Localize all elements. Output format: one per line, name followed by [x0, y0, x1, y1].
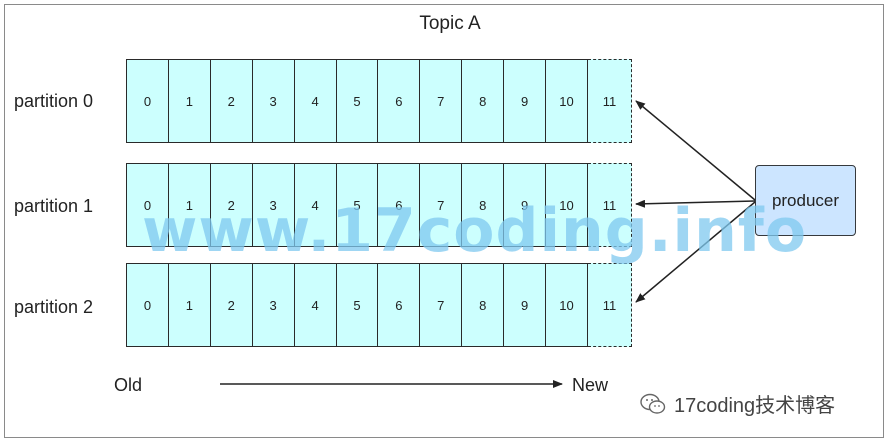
producer-to-partition-1-arrow: [635, 199, 756, 208]
partition-2-offset-7: 7: [420, 264, 463, 346]
partition-1-offset-9: 9: [504, 164, 547, 246]
partition-0-offset-3: 3: [253, 60, 295, 142]
axis-old-label: Old: [114, 375, 143, 395]
partition-1-offset-3: 3: [253, 164, 295, 246]
partition-0-offset-6: 6: [378, 60, 421, 142]
producer-node: producer: [755, 165, 856, 236]
partition-2-offset-9: 9: [504, 264, 547, 346]
partition-1-offset-2: 2: [211, 164, 253, 246]
partition-0-offset-2: 2: [211, 60, 253, 142]
wechat-badge: 17coding技术博客: [640, 389, 835, 418]
partition-2-offset-8: 8: [462, 264, 505, 346]
diagram-frame: [4, 4, 884, 438]
producer-to-partition-0-arrow: [635, 100, 756, 201]
partition-label-0: partition 0: [14, 91, 94, 111]
partition-0-offset-5: 5: [337, 60, 379, 142]
partition-0-offset-7: 7: [420, 60, 463, 142]
partition-1-offset-5: 5: [337, 164, 379, 246]
partition-row-0: 0 1 2 3 4 5 6 7 8 9 10: [126, 59, 588, 143]
partition-row-2: 0 1 2 3 4 5 6 7 8 9 10: [126, 263, 588, 347]
partition-0-offset-0: 0: [127, 60, 169, 142]
partition-0-offset-8: 8: [462, 60, 505, 142]
partition-2-offset-5: 5: [337, 264, 379, 346]
partition-0-offset-10: 10: [559, 93, 574, 109]
partition-1-offset-1: 1: [169, 164, 211, 246]
partition-2-offset-0: 0: [127, 264, 169, 346]
partition-2-offset-6: 6: [378, 264, 421, 346]
partition-0-offset-1: 1: [169, 60, 211, 142]
wechat-label: 17coding技术博客: [674, 395, 836, 417]
partition-row-1: 0 1 2 3 4 5 6 7 8 9 10: [126, 163, 588, 247]
partition-0-next-offset: 11: [588, 59, 632, 143]
axis-new-label: New: [572, 375, 609, 395]
partition-label-2: partition 2: [14, 297, 94, 317]
partition-2-offset-3: 3: [253, 264, 295, 346]
producer-to-partition-2-arrow: [635, 201, 756, 303]
partition-1-offset-6: 6: [378, 164, 421, 246]
partition-1-offset-10: 10: [559, 197, 574, 213]
partition-0-offset-4: 4: [295, 60, 337, 142]
topic-title: Topic A: [419, 13, 481, 34]
partition-1-offset-4: 4: [295, 164, 337, 246]
partition-1-offset-8: 8: [462, 164, 505, 246]
partition-0-offset-9: 9: [504, 60, 547, 142]
partition-1-next-offset: 11: [588, 163, 632, 247]
wechat-icon: [640, 393, 666, 414]
partition-1-offset-7: 7: [420, 164, 463, 246]
partition-2-next-offset: 11: [588, 263, 632, 347]
partition-2-offset-1: 1: [169, 264, 211, 346]
partition-2-offset-10: 10: [559, 297, 574, 313]
partition-label-1: partition 1: [14, 196, 94, 216]
partition-1-offset-0: 0: [127, 164, 169, 246]
partition-2-offset-4: 4: [295, 264, 337, 346]
partition-2-offset-2: 2: [211, 264, 253, 346]
watermark-text: www.17coding.info: [142, 196, 808, 266]
